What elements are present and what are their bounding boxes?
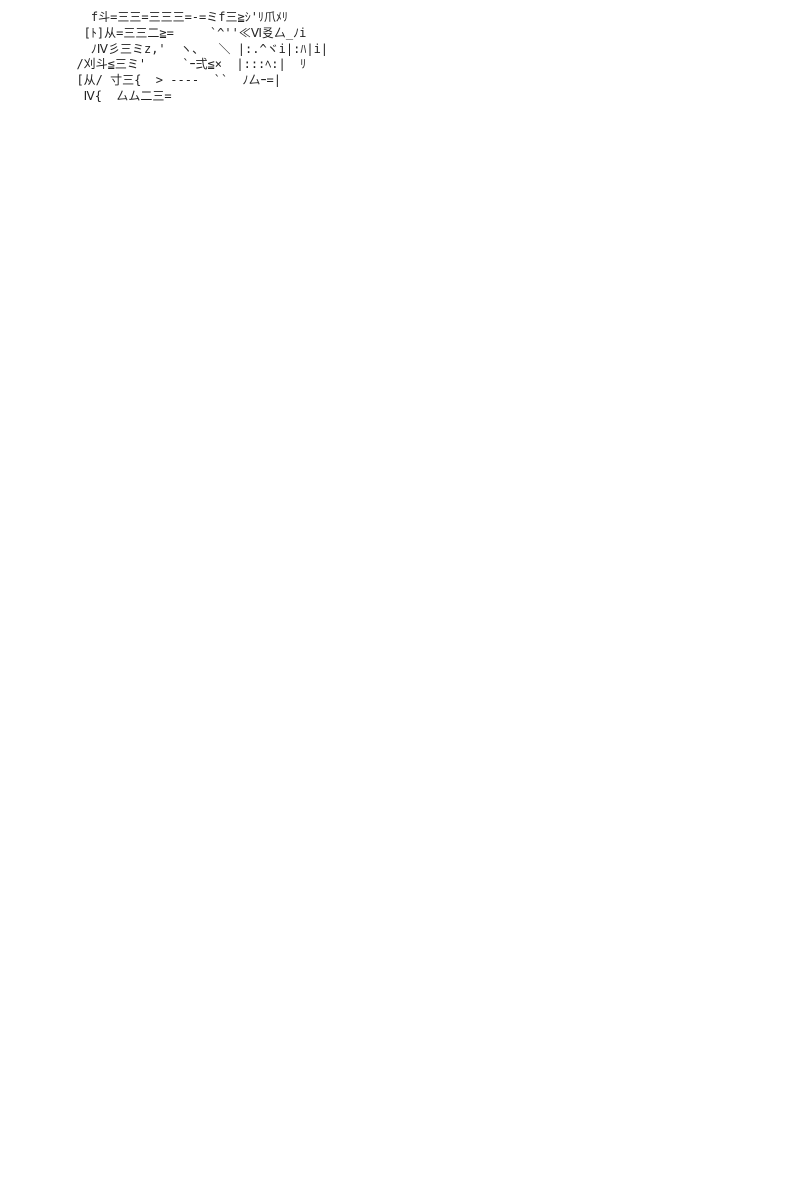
character-ascii-art: f斗=三三=三三三=-=ミf三≧ｼ'ﾘ爪ﾒﾘ [ﾄ]从=三三二≧= `^''≪Ⅵ… [76,10,329,103]
panel-character-dialogue: f斗=三三=三三三=-=ミf三≧ｼ'ﾘ爪ﾒﾘ [ﾄ]从=三三二≧= `^''≪Ⅵ… [0,0,800,255]
